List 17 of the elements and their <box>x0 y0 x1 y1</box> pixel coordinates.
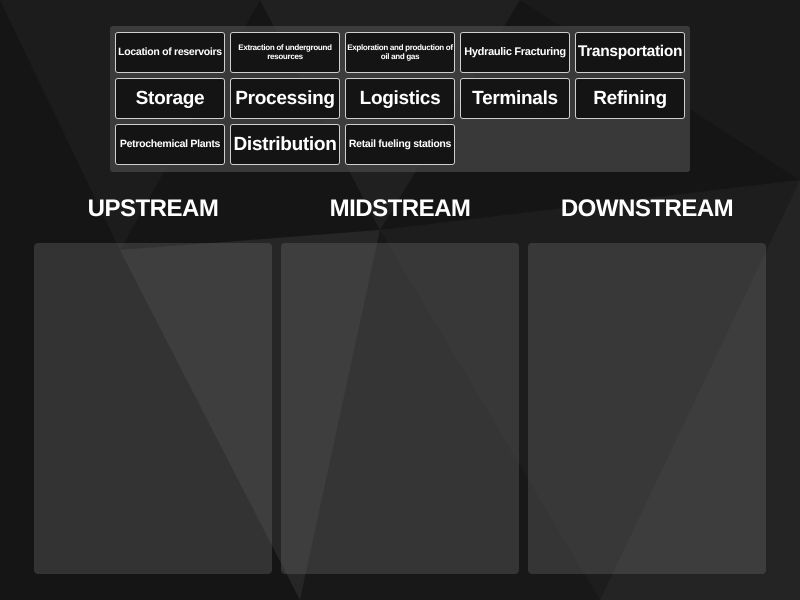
draggable-card: Logistics <box>345 78 455 119</box>
column-heading: DOWNSTREAM <box>560 195 734 223</box>
draggable-card: Transportation <box>575 32 685 73</box>
draggable-card: Exploration and production of oil and gas <box>345 32 455 73</box>
draggable-card: Retail fueling stations <box>345 124 455 165</box>
draggable-card: Petrochemical Plants <box>115 124 225 165</box>
draggable-card: Refining <box>575 78 685 119</box>
card-tray <box>110 26 690 172</box>
draggable-card: Storage <box>115 78 225 119</box>
column-heading: MIDSTREAM <box>328 195 472 223</box>
column-heading: UPSTREAM <box>86 195 220 223</box>
draggable-card: Terminals <box>460 78 570 119</box>
draggable-card: Extraction of underground resources <box>230 32 340 73</box>
draggable-card: Location of reservoirs <box>115 32 225 73</box>
draggable-card: Hydraulic Fracturing <box>460 32 570 73</box>
draggable-card: Processing <box>230 78 340 119</box>
draggable-card: Distribution <box>230 124 340 165</box>
